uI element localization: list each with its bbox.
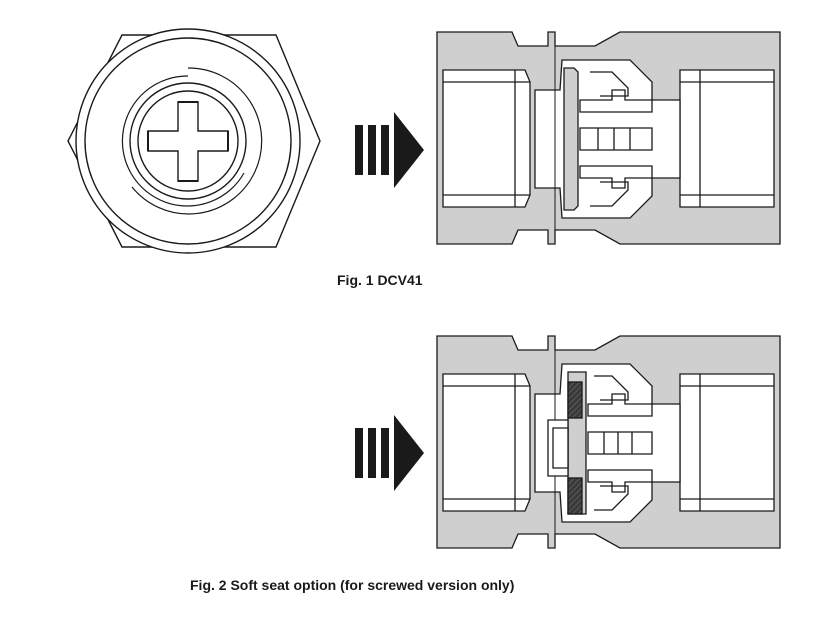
flow-direction-arrow-icon <box>355 415 424 491</box>
figure-2-caption: Fig. 2 Soft seat option (for screwed ver… <box>190 577 515 593</box>
hex-end-view-icon <box>67 28 321 254</box>
figure-1-caption: Fig. 1 DCV41 <box>337 272 423 288</box>
soft-seat-insert-bottom <box>567 477 583 515</box>
flow-direction-arrow-icon <box>355 112 424 188</box>
soft-seat-insert-top <box>567 381 583 419</box>
valve-section-fig1 <box>436 31 781 245</box>
valve-section-fig2 <box>436 335 781 549</box>
